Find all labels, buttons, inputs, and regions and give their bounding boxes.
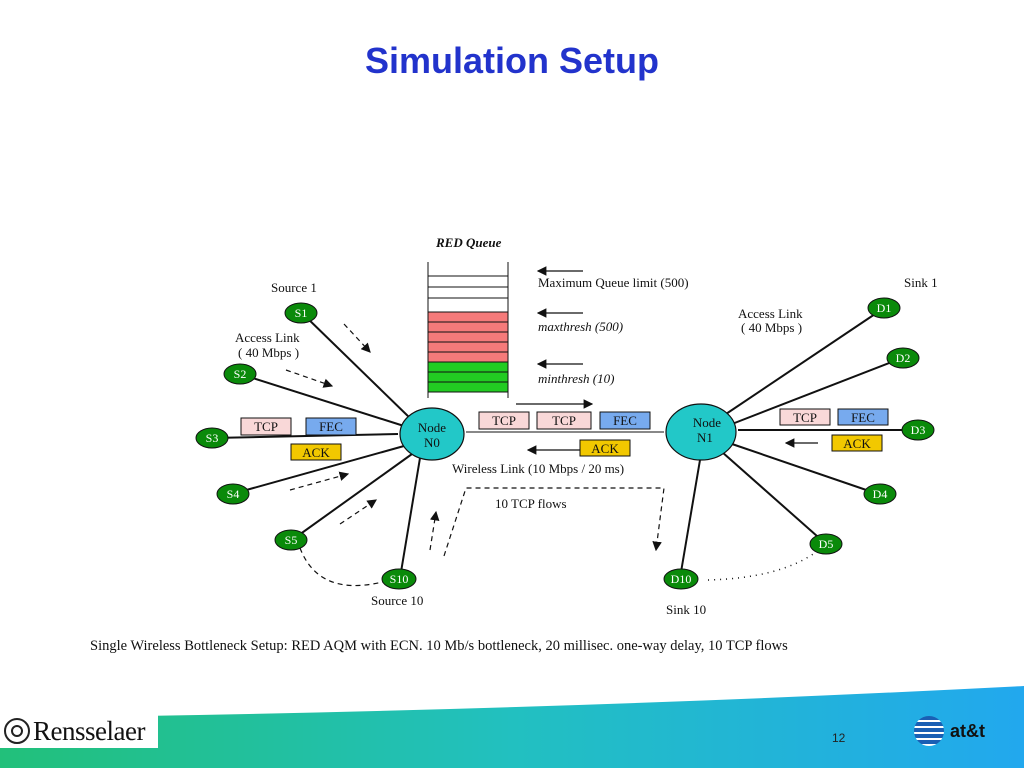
- att-globe-icon: [914, 716, 944, 746]
- node-n0: Node N0: [399, 407, 465, 461]
- fec-packet-label: FEC: [319, 419, 343, 434]
- red-queue: [427, 262, 509, 398]
- sink-1-label: Sink 1: [904, 275, 938, 290]
- ack-packet-label: ACK: [591, 441, 619, 456]
- host-s3-label: S3: [206, 431, 219, 445]
- fec-packet-label: FEC: [613, 413, 637, 428]
- tcp-packet: [536, 411, 592, 430]
- ack-packet-label: ACK: [843, 436, 871, 451]
- node-n0-circle: [399, 407, 465, 461]
- sink-10-label: Sink 10: [666, 602, 706, 617]
- access-link-left-line2: ( 40 Mbps ): [238, 345, 299, 360]
- host-s3: S3: [195, 427, 229, 449]
- host-d4: D4: [863, 483, 897, 505]
- host-d1-label: D1: [877, 301, 892, 315]
- packets-right: TCP FEC ACK: [779, 408, 889, 452]
- source-1-label: Source 1: [271, 280, 317, 295]
- host-d3-label: D3: [911, 423, 926, 437]
- minthresh-label: minthresh (10): [538, 371, 614, 386]
- node-n1: Node N1: [665, 403, 737, 461]
- tcp-packet-label: TCP: [492, 413, 516, 428]
- ack-packet: [831, 434, 883, 452]
- host-d5-label: D5: [819, 537, 834, 551]
- wireless-link-label: Wireless Link (10 Mbps / 20 ms): [452, 461, 624, 476]
- host-s10: S10: [381, 568, 417, 590]
- rensselaer-logo: Rensselaer: [0, 714, 158, 748]
- host-s2: S2: [223, 363, 257, 385]
- page-number: 12: [832, 731, 846, 745]
- ack-packet-label: ACK: [302, 445, 330, 460]
- fec-packet: [837, 408, 889, 426]
- tcp-flows-label: 10 TCP flows: [495, 496, 567, 511]
- att-logo: at&t: [914, 716, 985, 746]
- host-d1: D1: [867, 297, 901, 319]
- host-s4: S4: [216, 483, 250, 505]
- tcp-packet-label: TCP: [254, 419, 278, 434]
- host-d4-label: D4: [873, 487, 888, 501]
- fec-packet: [305, 417, 357, 436]
- ack-packet: [579, 439, 631, 457]
- host-d3: D3: [901, 419, 935, 441]
- rensselaer-seal-icon: [4, 718, 30, 744]
- node-n1-label-line1: Node: [693, 415, 721, 430]
- host-s1: S1: [284, 302, 318, 324]
- access-link-right-line2: ( 40 Mbps ): [741, 320, 802, 335]
- host-s2-label: S2: [234, 367, 247, 381]
- tcp-packet: [478, 411, 530, 430]
- slide-title: Simulation Setup: [364, 40, 659, 81]
- host-d10: D10: [663, 568, 699, 590]
- host-s1-label: S1: [295, 306, 308, 320]
- queue-title: RED Queue: [435, 235, 502, 250]
- node-n0-label-line2: N0: [424, 435, 440, 450]
- tcp-packet-label: TCP: [793, 410, 817, 425]
- tcp-packet: [779, 408, 831, 426]
- access-link-left-line1: Access Link: [235, 330, 300, 345]
- fec-packet-label: FEC: [851, 410, 875, 425]
- host-d2-label: D2: [896, 351, 911, 365]
- host-d10-label: D10: [671, 572, 692, 586]
- host-d2: D2: [886, 347, 920, 369]
- node-n1-label-line2: N1: [697, 430, 713, 445]
- packets-left: TCP FEC ACK: [240, 417, 357, 461]
- host-s4-label: S4: [227, 487, 240, 501]
- source-10-label: Source 10: [371, 593, 423, 608]
- packets-middle: TCP TCP FEC ACK: [478, 411, 651, 457]
- host-s5-label: S5: [285, 533, 298, 547]
- ack-packet: [290, 443, 342, 461]
- fec-packet: [599, 411, 651, 430]
- host-d5: D5: [809, 533, 843, 555]
- queue-green-region: [428, 362, 508, 392]
- host-s5: S5: [274, 529, 308, 551]
- source-hosts: S1 S2 S3 S4 S5 S10: [195, 302, 417, 590]
- figure-caption: Single Wireless Bottleneck Setup: RED AQ…: [90, 638, 788, 654]
- node-n0-label-line1: Node: [418, 420, 446, 435]
- att-logo-text: at&t: [950, 720, 985, 741]
- rensselaer-logo-text: Rensselaer: [33, 715, 145, 746]
- maxthresh-label: maxthresh (500): [538, 319, 623, 334]
- sink-hosts: D1 D2 D3 D4 D5 D10: [663, 297, 935, 590]
- max-queue-limit-label: Maximum Queue limit (500): [538, 275, 689, 290]
- queue-red-region: [428, 312, 508, 362]
- node-n1-circle: [665, 403, 737, 461]
- host-s10-label: S10: [390, 572, 409, 586]
- access-link-right-line1: Access Link: [738, 306, 803, 321]
- tcp-packet: [240, 417, 292, 436]
- tcp-packet-label: TCP: [552, 413, 576, 428]
